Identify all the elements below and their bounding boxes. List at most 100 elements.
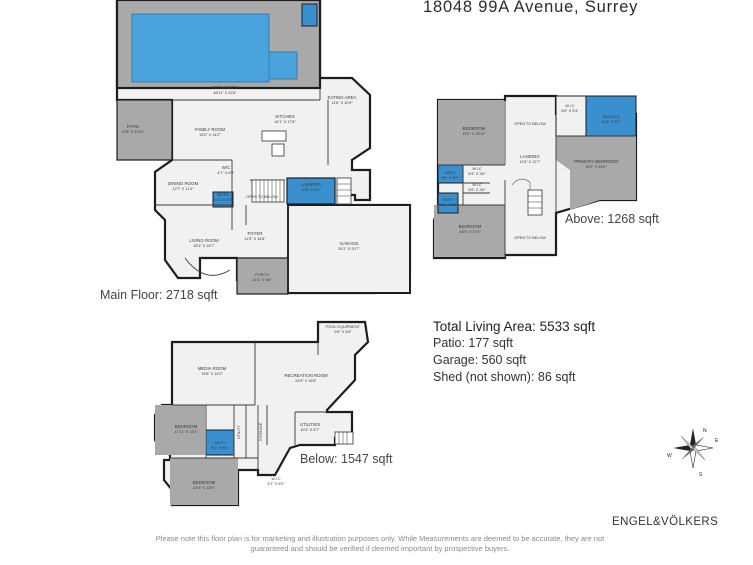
garage-dims: 26'1" X 20'7" (338, 247, 360, 251)
patio-area (116, 99, 173, 161)
upper-bath-label: BATH (445, 171, 455, 175)
laundry-dims: 12'6" X 8'1" (301, 188, 321, 192)
laundry-label: LAUNDRY (301, 182, 322, 187)
garage-label: GARAGE (340, 241, 359, 246)
recreation-room-dims: 24'5" X 16'8" (295, 379, 317, 383)
living-room-bay (184, 257, 231, 276)
pool-room-label: POOL ROOM (212, 85, 239, 90)
below-bath-label: BATH (215, 441, 225, 445)
garage-area: Garage: 560 sqft (433, 353, 527, 367)
living-room-label: LIVING ROOM (189, 238, 219, 243)
utility-label: UTILITY (237, 424, 241, 439)
upper-open-below-2: OPEN TO BELOW (514, 236, 546, 240)
living-room-dims: 15'3" X 15'7" (193, 244, 215, 248)
pool-bath (301, 3, 318, 27)
main-bath-area (212, 191, 234, 208)
porch-label: PORCH (255, 273, 269, 277)
main-bath-label: BATH (217, 192, 228, 197)
pool-room-walls (115, 0, 322, 90)
area-summary: Total Living Area: 5533 sqft Patio: 177 … (433, 318, 595, 386)
main-floor-label: Main Floor: 2718 sqft (100, 288, 218, 302)
below-wic-dims: 4'2" X 6'0" (267, 482, 285, 486)
compass-west: W (667, 453, 672, 459)
patio-area: Patio: 177 sqft (433, 336, 513, 350)
main-stairs (251, 177, 352, 205)
below-stairs (334, 431, 354, 445)
below-bedroom1-dims: 17'11" X 12'2" (174, 430, 198, 434)
compass-rose-icon: N E S W (667, 428, 719, 478)
storage-label: STORAGE (259, 422, 263, 441)
foyer-dims: 11'5" X 16'8" (244, 237, 266, 241)
below-bedroom2-dims: 23'4" X 12'5" (193, 486, 215, 490)
upper-bedroom1-fill (438, 100, 504, 165)
upper-bedroom1-dims: 15'3" X 15'10" (462, 132, 486, 136)
eating-area-dims: 11'8" X 10'9" (331, 101, 353, 105)
upper-bath2-fill (437, 192, 459, 214)
upper-wic2-dims: 6'4" X 3'6" (468, 172, 486, 176)
recreation-room-label: RECREATION ROOM (284, 373, 328, 378)
patio-dims: 13'5" X 13'11" (121, 130, 145, 134)
total-living-area: Total Living Area: 5533 sqft (433, 319, 596, 334)
upper-wic1-dims: 6'6" X 5'4" (561, 109, 579, 113)
below-interior-walls (170, 342, 327, 470)
main-bath-dims: 4'11" X 6'0" (213, 198, 233, 202)
foyer-label: FOYER (247, 231, 262, 236)
kitchen-counter (271, 143, 285, 157)
landing-dims: 11'5" X 12'7" (519, 160, 541, 164)
pool-water (131, 13, 270, 83)
pool-equipment-label: POOL EQUIPMENT (326, 325, 361, 329)
upper-wic2-label: W.I.C (472, 167, 482, 171)
upper-bath-dims: 6'8" X 8'0" (441, 176, 459, 180)
family-room-dims: 15'0" X 14'2" (199, 133, 221, 137)
below-wic-label: W.I.C (271, 477, 281, 481)
upper-wic3-dims: 6'6" X 3'6" (468, 188, 486, 192)
upper-bedroom2-fill (434, 205, 505, 257)
below-bedroom2-fill (170, 458, 238, 505)
upper-wic1-fill (555, 95, 587, 137)
upper-wic1-label: W.I.C (565, 104, 575, 108)
upper-bedroom1-label: BEDROOM (463, 126, 486, 131)
media-room-label: MEDIA ROOM (198, 366, 227, 371)
compass-east: E (715, 438, 719, 444)
garage-area (287, 204, 411, 294)
pool-equipment-dims: 9'6" X 6'5" (334, 330, 352, 334)
main-open-below-label: OPEN TO BELOW (246, 195, 278, 199)
kitchen-island (261, 130, 287, 142)
below-bedroom1-fill (155, 405, 205, 455)
upper-stairs (511, 178, 543, 216)
ensuite-dims: 12'4" X 9'4" (601, 120, 621, 124)
below-floor-label: Below: 1547 sqft (300, 452, 393, 466)
shed-area: Shed (not shown): 86 sqft (433, 370, 576, 384)
eating-area-label: EATING AREA (328, 95, 357, 100)
primary-bedroom-dims: 16'2" X 14'5" (585, 165, 607, 169)
dining-room-dims: 12'7" X 11'4" (172, 187, 194, 191)
utilities-dims: 10'4" X 8'7" (300, 428, 320, 432)
upper-bedroom2-dims: 16'9" X 17'5" (459, 230, 481, 234)
below-bedroom2-label: BEDROOM (193, 480, 216, 485)
upper-bath2-dims: 4'11" X 8'1" (438, 203, 458, 207)
pool-room-dims: 46'11" X 22'8" (213, 91, 237, 95)
dining-room-label: DINING ROOM (168, 181, 199, 186)
below-bedroom1-label: BEDROOM (175, 424, 198, 429)
upper-floor-label: Above: 1268 sqft (565, 212, 659, 226)
upper-wic3-label: W.I.C (472, 183, 482, 187)
upper-bath2-label: BATH (443, 198, 453, 202)
disclaimer: Please note this floor plan is for marke… (155, 534, 605, 553)
hot-tub (268, 51, 298, 80)
below-floor-plan: POOL EQUIPMENT 9'6" X 6'5" MEDIA ROOM 19… (153, 320, 370, 507)
upper-interior-walls (438, 100, 636, 258)
compass-south: S (699, 472, 703, 478)
kitchen-dims: 16'1" X 17'8" (274, 120, 296, 124)
primary-bedroom-label: PRIMARY BEDROOM (574, 159, 618, 164)
property-address: 18048 99A Avenue, Surrey (423, 0, 639, 16)
upper-open-below-1: OPEN TO BELOW (514, 122, 546, 126)
ensuite-label: ENSUITE (603, 115, 620, 119)
kitchen-label: KITCHEN (275, 114, 294, 119)
porch-area (236, 257, 289, 295)
media-room-dims: 19'8" X 14'0" (201, 372, 223, 376)
landing-label: LANDING (520, 154, 540, 159)
below-bath-dims: 8'2" X 8'6" (211, 446, 229, 450)
upper-bedroom2-label: BEDROOM (459, 224, 482, 229)
patio-label: PATIO (127, 124, 140, 129)
